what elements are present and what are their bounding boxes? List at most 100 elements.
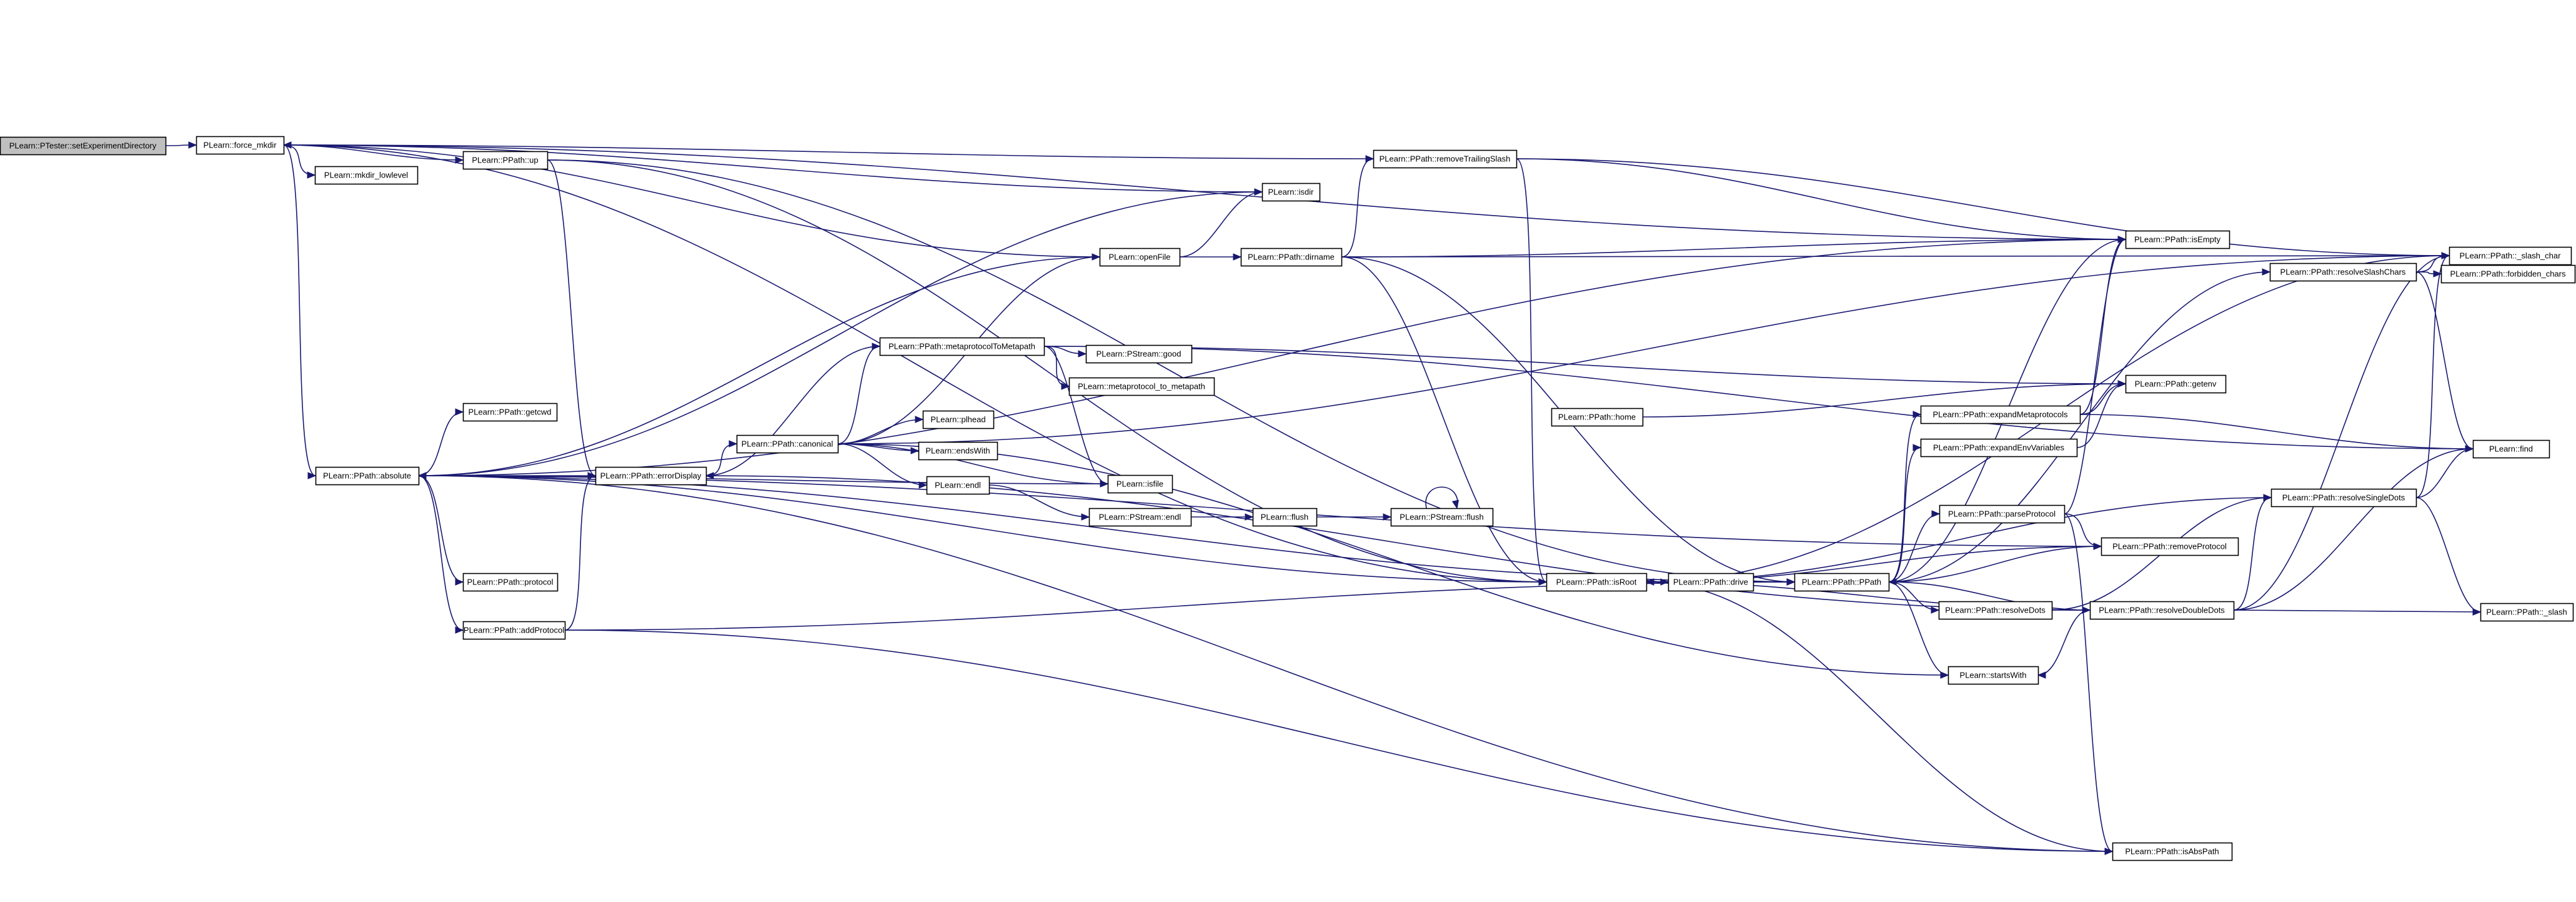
node-ps_endl[interactable]: PLearn::PStream::endl: [1088, 508, 1192, 527]
node-box: [1107, 474, 1173, 494]
node-endl[interactable]: PLearn::endl: [926, 476, 990, 495]
node-openFile[interactable]: PLearn::openFile: [1099, 248, 1181, 267]
node-label: PLearn::mkdir_lowlevel: [324, 171, 409, 180]
call-edge-metaprotocolToMetapath-to-isfile: [1043, 346, 1109, 488]
node-up[interactable]: PLearn::PPath::up: [462, 151, 549, 170]
node-box: [595, 466, 707, 486]
node-startsWith[interactable]: PLearn::startsWith: [1947, 666, 2039, 685]
node-label: PLearn::endl: [935, 481, 981, 490]
node-box: [2101, 537, 2239, 556]
node-box: [1939, 504, 2066, 524]
call-edge-resolveDoubleDots-to-startsWith: [2037, 609, 2091, 679]
node-pl_head[interactable]: PLearn::plhead: [922, 410, 995, 429]
node-resolveSlashChars[interactable]: PLearn::PPath::resolveSlashChars: [2269, 263, 2417, 282]
node-removeProtocol[interactable]: PLearn::PPath::removeProtocol: [2101, 537, 2239, 556]
node-forbidden_chars[interactable]: PLearn::PPath::forbidden_chars: [2440, 264, 2576, 284]
call-edge-canonical-to-slash_char: [837, 252, 2450, 444]
call-edge-resolveDoubleDots-to-slash: [2233, 608, 2482, 616]
node-mkdir_lowlevel[interactable]: PLearn::mkdir_lowlevel: [314, 166, 419, 185]
node-flush[interactable]: PLearn::flush: [1252, 508, 1318, 527]
call-edge-absolute-to-isEmpty: [418, 236, 2127, 476]
node-absolute[interactable]: PLearn::PPath::absolute: [315, 466, 420, 486]
node-label: PLearn::PPath::isRoot: [1556, 578, 1637, 587]
node-metaprotocolToMetapath[interactable]: PLearn::PPath::metaprotocolToMetapath: [879, 337, 1045, 356]
node-label: PLearn::PPath::protocol: [467, 578, 553, 587]
node-label: PLearn::endsWith: [925, 446, 990, 456]
node-box: [462, 573, 559, 592]
node-drive[interactable]: PLearn::PPath::drive: [1668, 573, 1754, 592]
node-box: [1794, 573, 1890, 592]
node-isEmpty[interactable]: PLearn::PPath::isEmpty: [2125, 230, 2230, 249]
call-edge-flush-to-ps_flush: [1316, 513, 1392, 521]
node-slash_char[interactable]: PLearn::PPath::_slash_char: [2449, 246, 2572, 266]
node-good[interactable]: PLearn::PStream::good: [1085, 344, 1193, 364]
call-edge-absolute-to-addProtocol: [418, 475, 464, 634]
node-PPath[interactable]: PLearn::PPath::PPath: [1794, 573, 1890, 592]
call-edge-absolute-to-PPath: [418, 475, 1796, 586]
node-box: [1068, 377, 1215, 396]
node-box: [1252, 508, 1318, 527]
node-getenv[interactable]: PLearn::PPath::getenv: [2125, 374, 2227, 394]
node-box: [1938, 601, 2053, 620]
node-force_mkdir[interactable]: PLearn::force_mkdir: [196, 136, 285, 155]
node-label: PLearn::PPath::PPath: [1802, 578, 1881, 587]
call-edge-dirname-to-isEmpty: [1341, 236, 2127, 258]
node-errorDisplay[interactable]: PLearn::PPath::errorDisplay: [595, 466, 707, 486]
node-protocol[interactable]: PLearn::PPath::protocol: [462, 573, 559, 592]
node-label: PLearn::isfile: [1116, 479, 1163, 489]
call-edge-resolveSlashChars-to-forbidden_chars: [2415, 270, 2442, 278]
node-addProtocol[interactable]: PLearn::PPath::addProtocol: [462, 621, 566, 640]
node-box: [1240, 248, 1343, 267]
call-edge-metaprotocolToMetapath-to-errorDisplay: [705, 346, 880, 479]
node-isAbsPath[interactable]: PLearn::PPath::isAbsPath: [2112, 842, 2233, 861]
node-setExperimentDirectory[interactable]: PLearn::PTester::setExperimentDirectory: [0, 136, 167, 156]
node-home[interactable]: PLearn::PPath::home: [1551, 408, 1644, 427]
node-removeTrailingSlash[interactable]: PLearn::PPath::removeTrailingSlash: [1373, 149, 1518, 169]
node-ps_flush[interactable]: PLearn::PStream::flush: [1390, 508, 1494, 527]
node-canonical[interactable]: PLearn::PPath::canonical: [736, 434, 839, 454]
node-box: [1947, 666, 2039, 685]
node-label: PLearn::isdir: [1268, 188, 1315, 197]
node-box: [2125, 374, 2227, 394]
node-dirname[interactable]: PLearn::PPath::dirname: [1240, 248, 1343, 267]
call-edge-resolveDoubleDots-to-find: [2233, 445, 2474, 611]
node-isdir[interactable]: PLearn::isdir: [1261, 183, 1321, 202]
node-box: [2270, 488, 2417, 508]
node-box: [1088, 508, 1192, 527]
node-label: PLearn::PPath::parseProtocol: [1948, 509, 2056, 519]
node-box: [1920, 438, 2078, 458]
node-box: [2125, 230, 2230, 249]
node-label: PLearn::PPath::resolveSlashChars: [2280, 268, 2406, 277]
node-label: PLearn::force_mkdir: [203, 141, 277, 150]
node-resolveDots[interactable]: PLearn::PPath::resolveDots: [1938, 601, 2053, 620]
call-edge-expandMetaprotocols-to-find: [2079, 414, 2474, 453]
node-box: [462, 621, 566, 640]
node-getcwd[interactable]: PLearn::PPath::getcwd: [462, 403, 558, 422]
node-box: [1390, 508, 1494, 527]
node-label: PLearn::PStream::good: [1097, 349, 1181, 359]
call-edge-ps_flush-to-ps_flush: [1425, 486, 1460, 509]
node-isfile[interactable]: PLearn::isfile: [1107, 474, 1173, 494]
call-edge-metaprotocolToMetapath-to-find: [1043, 346, 2474, 453]
node-endsWith[interactable]: PLearn::endsWith: [918, 441, 998, 461]
call-edge-PPath-to-startsWith: [1888, 581, 1949, 679]
node-expandEnvVariables[interactable]: PLearn::PPath::expandEnvVariables: [1920, 438, 2078, 458]
call-edge-removeTrailingSlash-to-isRoot: [1516, 158, 1548, 586]
node-metaprotocol_to_metapath[interactable]: PLearn::metaprotocol_to_metapath: [1068, 377, 1215, 396]
node-slash[interactable]: PLearn::PPath::_slash: [2480, 603, 2574, 622]
call-edge-canonical-to-endl: [837, 443, 928, 489]
node-isRoot[interactable]: PLearn::PPath::isRoot: [1546, 573, 1648, 592]
node-box: [2440, 264, 2576, 284]
node-label: PLearn::startsWith: [1960, 671, 2027, 680]
node-resolveSingleDots[interactable]: PLearn::PPath::resolveSingleDots: [2270, 488, 2417, 508]
node-label: PLearn::PPath::resolveDots: [1945, 606, 2046, 615]
node-label: PLearn::PPath::isEmpty: [2134, 235, 2221, 244]
node-box: [196, 136, 285, 155]
node-find[interactable]: PLearn::find: [2472, 439, 2550, 459]
node-expandMetaprotocols[interactable]: PLearn::PPath::expandMetaprotocols: [1920, 405, 2081, 424]
node-box: [879, 337, 1045, 356]
node-box: [462, 403, 558, 422]
node-parseProtocol[interactable]: PLearn::PPath::parseProtocol: [1939, 504, 2066, 524]
node-resolveDoubleDots[interactable]: PLearn::PPath::resolveDoubleDots: [2089, 601, 2235, 620]
